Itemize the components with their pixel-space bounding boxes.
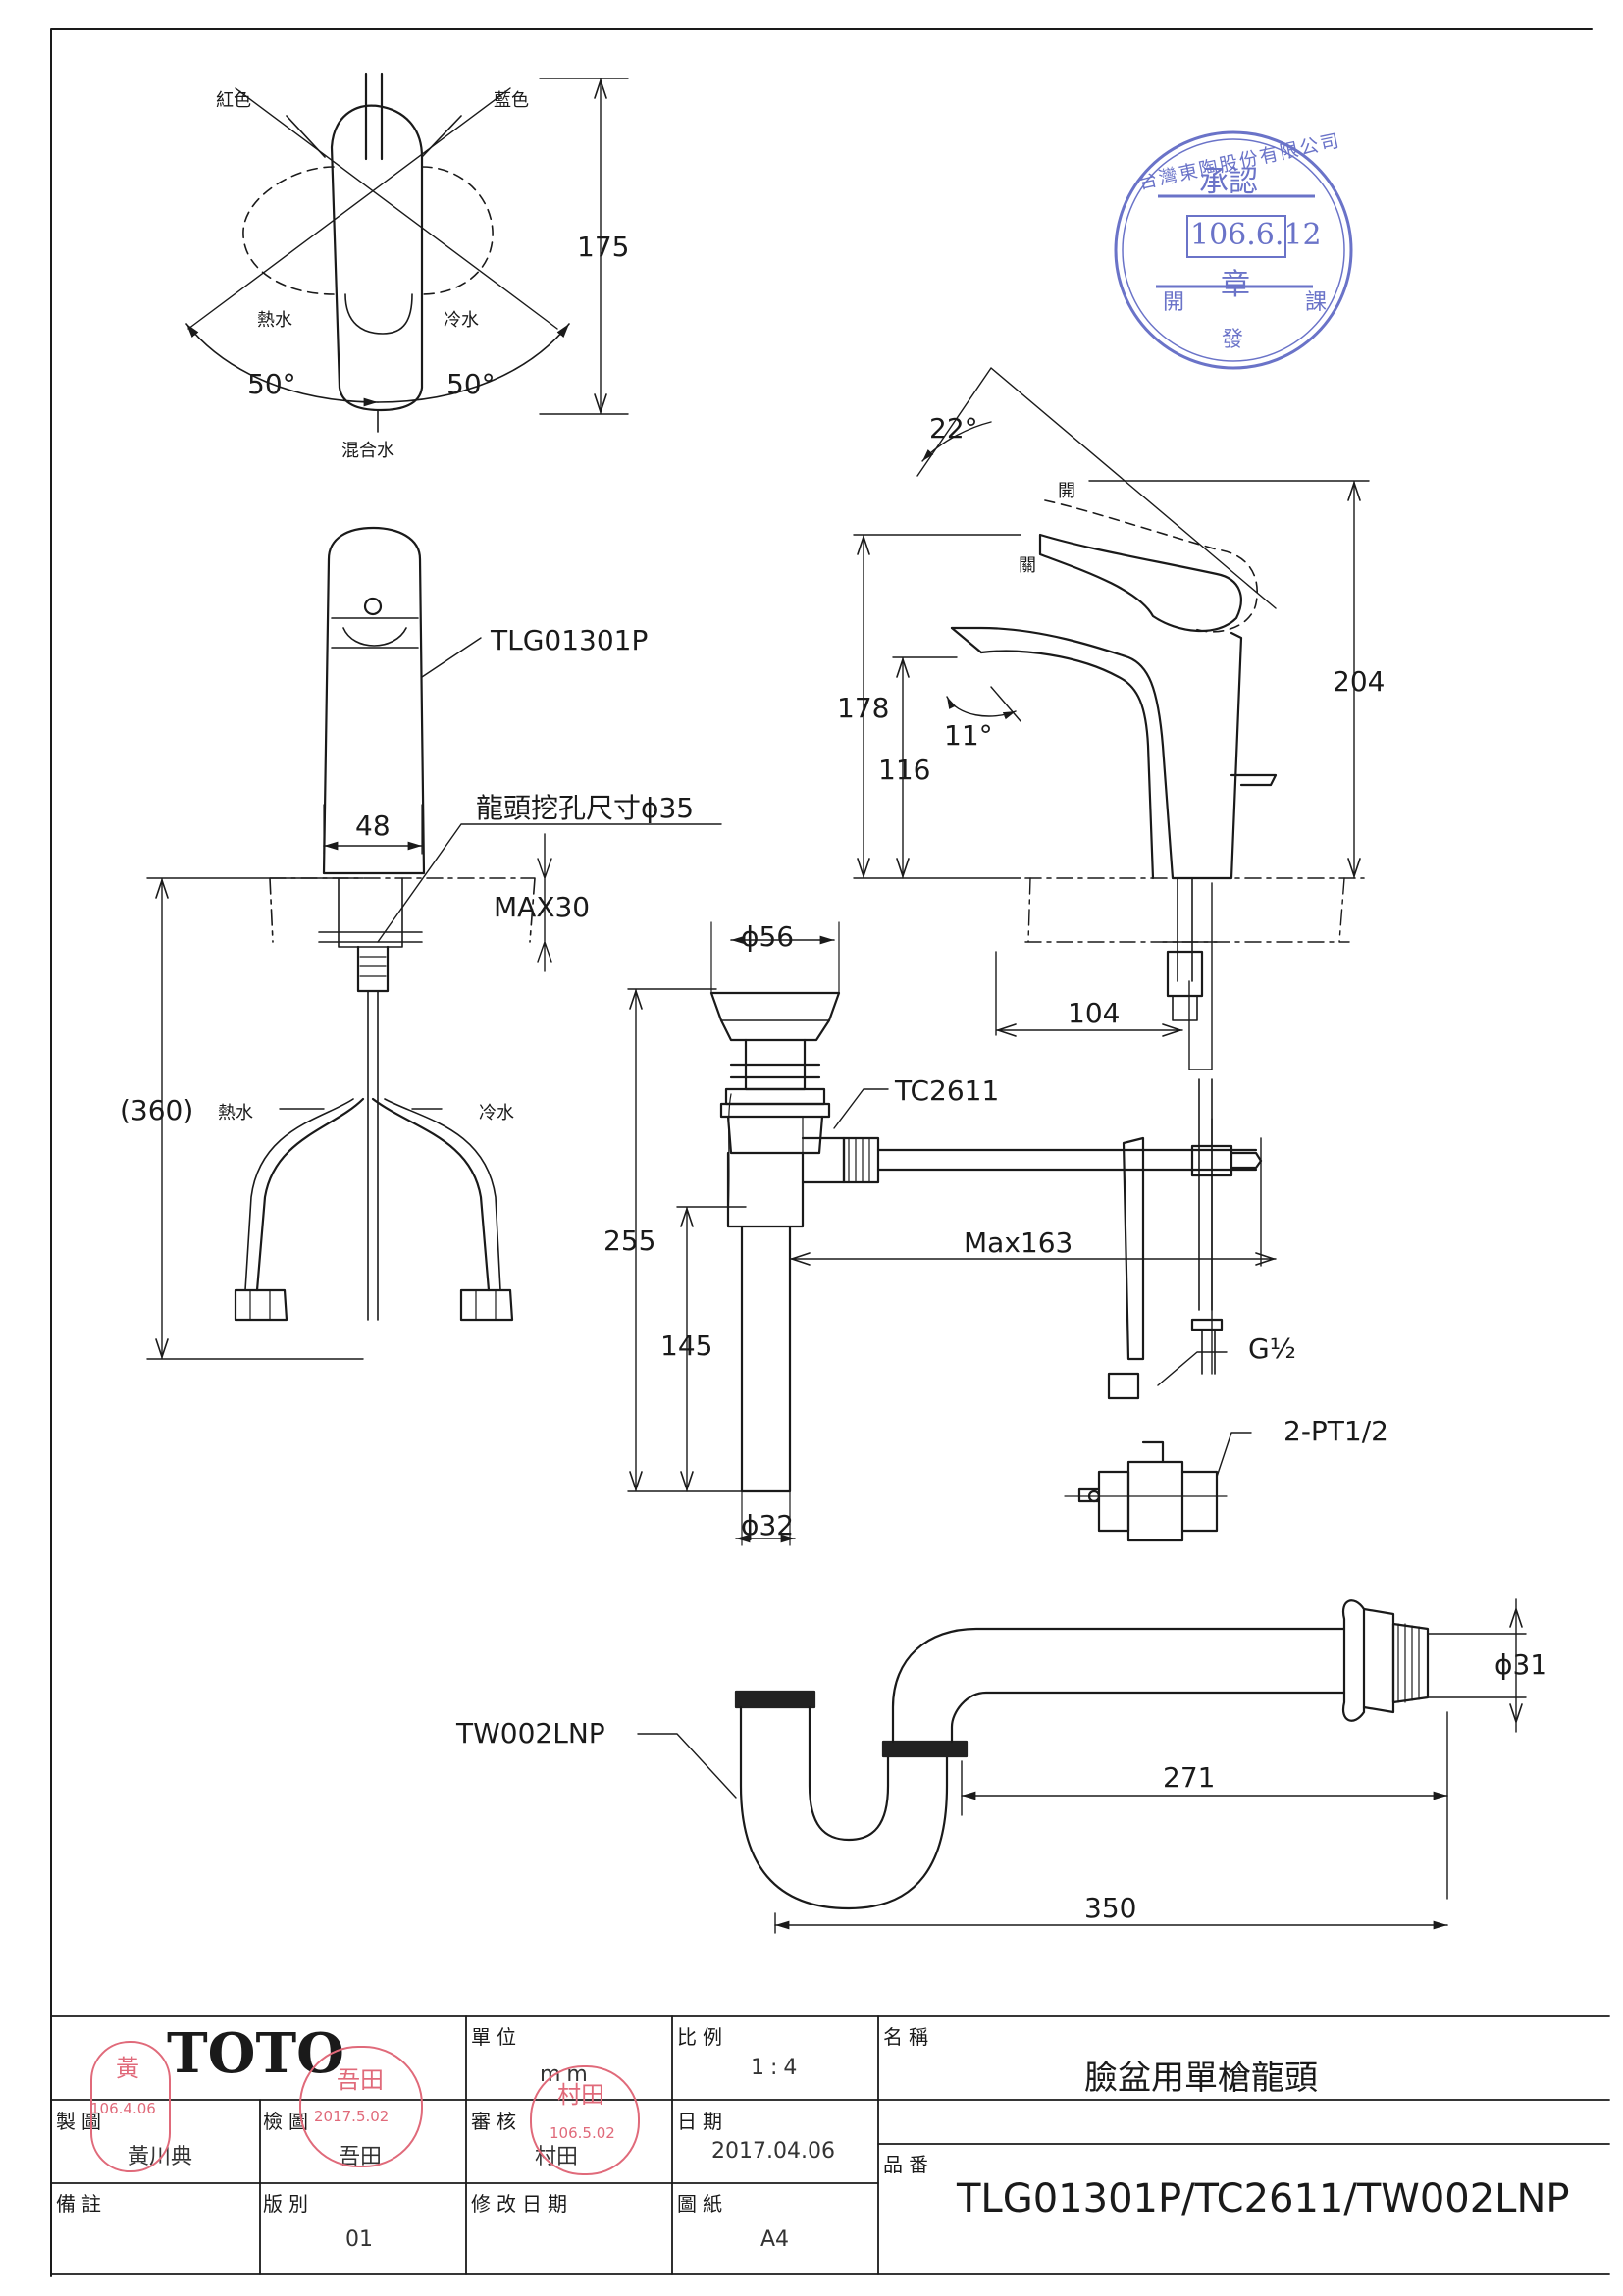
scale-value: 1:4 <box>751 2056 804 2080</box>
trap-length-inner: 271 <box>1163 1761 1216 1794</box>
drawn-stamp-name: 黃 <box>116 2055 139 2082</box>
paper-value: A4 <box>760 2227 790 2252</box>
p-trap-view <box>637 1598 1527 1934</box>
name-header: 名稱 <box>883 2025 934 2049</box>
outlet-height-dim: 116 <box>878 754 931 786</box>
version-header: 版別 <box>263 2192 314 2216</box>
side-view <box>853 367 1370 1070</box>
drawn-stamp <box>90 2041 171 2172</box>
hose-cold-label: 冷水 <box>479 1103 514 1123</box>
mixed-water-label: 混合水 <box>341 441 394 461</box>
top-view <box>185 72 629 433</box>
checked-stamp-name: 吾田 <box>337 2066 384 2094</box>
reviewed-stamp-name: 村田 <box>557 2081 604 2109</box>
hot-water-label: 熱水 <box>257 310 292 331</box>
max-thickness-dim: MAX30 <box>494 891 591 923</box>
drain-bottom-dia: ϕ32 <box>741 1509 795 1541</box>
reviewed-stamp-date: 106.5.02 <box>550 2124 615 2142</box>
hole-size-note: 龍頭挖孔尺寸ϕ35 <box>476 792 695 824</box>
blue-handle-label: 藍色 <box>494 90 529 111</box>
drawn-header: 製圖 <box>56 2110 107 2133</box>
reviewed-stamp <box>530 2065 640 2175</box>
front-view <box>146 526 722 1360</box>
remarks-header: 備註 <box>56 2192 107 2216</box>
date-value: 2017.04.06 <box>711 2139 835 2164</box>
cold-water-label: 冷水 <box>444 310 479 331</box>
drain-view <box>627 921 1277 1546</box>
revised-header: 修改日期 <box>471 2192 573 2216</box>
hose-hot-label: 熱水 <box>218 1103 253 1123</box>
trap-length-total: 350 <box>1084 1892 1137 1924</box>
approval-dept-right: 課 <box>1305 290 1328 315</box>
drain-model-callout: TC2611 <box>895 1074 1000 1107</box>
angle-left-label: 50° <box>247 368 296 400</box>
lever-close-label: 關 <box>1019 555 1036 576</box>
paper-header: 圖紙 <box>677 2192 728 2216</box>
spout-height-dim: 178 <box>837 692 890 724</box>
thread-size-label: G½ <box>1248 1332 1296 1365</box>
lever-angle-label: 22° <box>929 412 978 444</box>
drawn-stamp-date: 106.4.06 <box>90 2100 156 2117</box>
trap-outlet-dia: ϕ31 <box>1494 1648 1548 1681</box>
hose-length-dim: (360) <box>120 1094 194 1126</box>
approval-date: 106.6.12 <box>1190 218 1322 252</box>
total-height-dim: 204 <box>1333 665 1386 698</box>
top-height-dim: 175 <box>577 231 630 263</box>
part-number: TLG01301P/TC2611/TW002LNP <box>957 2176 1570 2221</box>
approval-dept-mid: 發 <box>1222 328 1244 352</box>
stop-valve-label: 2-PT1/2 <box>1283 1415 1388 1447</box>
drain-height-total: 255 <box>603 1225 656 1257</box>
lever-open-label: 開 <box>1058 481 1075 501</box>
faucet-model-callout: TLG01301P <box>491 624 649 656</box>
spout-angle-label: 11° <box>944 719 993 752</box>
version-value: 01 <box>345 2227 373 2252</box>
approval-stamp <box>1114 130 1353 370</box>
checked-stamp <box>299 2046 423 2167</box>
scale-header: 比例 <box>677 2025 728 2049</box>
front-width-dim: 48 <box>355 809 391 842</box>
angle-right-label: 50° <box>446 368 496 400</box>
rod-max-dim: Max163 <box>964 1226 1073 1259</box>
unit-header: 單位 <box>471 2025 522 2049</box>
part-header: 品番 <box>883 2153 934 2176</box>
drain-top-dia: ϕ56 <box>741 920 795 953</box>
checked-stamp-date: 2017.5.02 <box>314 2108 390 2125</box>
drain-height-lower: 145 <box>660 1330 713 1362</box>
date-header: 日期 <box>677 2110 728 2133</box>
trap-model-callout: TW002LNP <box>456 1717 605 1749</box>
approval-title: 承認 <box>1199 165 1258 199</box>
approval-dept-left: 開 <box>1163 290 1185 315</box>
reviewed-header: 審核 <box>471 2110 522 2133</box>
frame-border <box>50 28 1593 2277</box>
approval-seal: 章 <box>1221 268 1250 302</box>
title-block-grid <box>50 2015 1610 2275</box>
red-handle-label: 紅色 <box>216 90 251 111</box>
reach-dim: 104 <box>1068 997 1121 1029</box>
product-name: 臉盆用單槍龍頭 <box>1084 2059 1318 2098</box>
